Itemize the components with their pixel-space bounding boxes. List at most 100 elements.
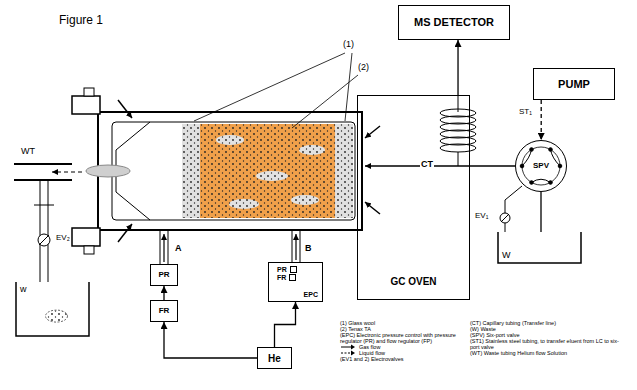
valve-channel (532, 179, 551, 182)
transfer-line (365, 165, 515, 167)
glass-liner (112, 122, 355, 220)
pump-box: PUMP (533, 68, 615, 100)
electrovalve-symbol (500, 213, 510, 223)
gas-arrow (118, 224, 132, 242)
regulator-box: PR (150, 264, 178, 286)
pipe-wall (292, 230, 293, 262)
node-label: MS DETECTOR (414, 16, 494, 28)
valve-rotor (522, 147, 560, 185)
electrovalve-symbol (501, 214, 509, 222)
column-coil (440, 144, 476, 152)
liquid-flow-connector (541, 100, 542, 140)
electrovalve-symbol (39, 235, 49, 245)
legend-column: (CT) Capillary tubing (Transfer line)(W)… (470, 320, 620, 356)
column-housing (72, 88, 362, 254)
legend-sample (340, 344, 356, 350)
gas-flow-connector (164, 322, 257, 358)
legend-item: (2) Tenax TA (340, 326, 465, 332)
legend-text: (CT) Capillary tubing (Transfer line) (470, 320, 556, 326)
gas-flow-connector (457, 40, 458, 95)
node-label: FR (159, 307, 170, 316)
legend-text: (WT) Waste tubing Helium flow Solution (470, 350, 567, 356)
legend-text: (EV1 and 2) Electrovalves (340, 356, 404, 362)
legend-arrowhead (351, 345, 355, 350)
node-label: GC OVEN (390, 276, 436, 287)
regulator-row: FR (277, 274, 296, 282)
beaker-wall (498, 232, 581, 263)
gc-column (365, 95, 515, 166)
gas-flow-connector (540, 192, 541, 232)
waste-beaker: W (497, 232, 582, 264)
tube-wall (14, 179, 72, 181)
tube-tick (34, 205, 54, 206)
valve-channel (551, 150, 561, 167)
legend-item: (EV1 and 2) Electrovalves (340, 356, 465, 362)
regulator-box: FR (150, 300, 178, 322)
valve-port (549, 148, 553, 152)
epc-box: PRFR EPC (268, 262, 323, 302)
legend-text: (W) Waste (470, 326, 496, 332)
legend-item: Liquid flow (340, 350, 465, 356)
part-label: WT (20, 147, 36, 157)
node-label: PUMP (558, 78, 590, 90)
drain-wall (48, 180, 49, 282)
legend-item: (EPC) Electronic pressure control with p… (340, 332, 465, 344)
flange (72, 96, 100, 114)
legend-text: Gas flow (359, 344, 380, 350)
waste-beaker: w (15, 282, 90, 337)
node-label: w (20, 285, 27, 295)
regulator-symbol (290, 266, 297, 273)
column-lead (458, 152, 459, 166)
pipe-wall (168, 230, 169, 264)
valve-label: EV₁ (474, 212, 489, 221)
gas-arrow (365, 202, 380, 214)
legend-column: (1) Glass wool(2) Tenax TA(EPC) Electron… (340, 320, 465, 362)
flange (72, 228, 100, 246)
helium-box: He (257, 347, 292, 369)
legend-text: (SPV) Six-port valve (470, 332, 520, 338)
legend-item: (W) Waste (470, 326, 620, 332)
beaker-wall (16, 282, 89, 336)
liquid-arrow (52, 172, 82, 173)
gas-flow-connector (275, 302, 296, 347)
node-label: He (268, 353, 281, 364)
pipe-wall (300, 230, 301, 262)
figure-title: Figure 1 (58, 14, 104, 27)
node-label: PR (158, 271, 169, 280)
leader-line (345, 53, 352, 121)
valve-circle: SPV (515, 140, 567, 192)
callout-number: (2) (357, 63, 370, 73)
flange-cap (84, 246, 94, 254)
legend-item: (1) Glass wool (340, 320, 465, 326)
waste-tubing (14, 164, 82, 282)
sample-drop (86, 165, 130, 177)
legend-line (341, 347, 351, 348)
leader-line (194, 53, 345, 121)
valve-port (530, 148, 534, 152)
gas-arrow (295, 234, 296, 260)
callout-number: (1) (342, 40, 355, 50)
drain-line (505, 186, 522, 232)
line-label: ST₁ (518, 108, 533, 117)
gas-flow-connector (163, 286, 164, 300)
epc-label: EPC (304, 291, 318, 299)
flange-cap (84, 88, 94, 96)
valve-port (520, 164, 524, 168)
valve-port (530, 181, 534, 185)
six-port-valve (500, 147, 562, 232)
legend-text: (EPC) Electronic pressure control with p… (340, 332, 465, 344)
detector-box: MS DETECTOR (398, 5, 510, 40)
packing-texture (182, 124, 353, 218)
legend-sample (340, 350, 356, 356)
valve-channel (522, 150, 532, 167)
tube-wall (14, 163, 72, 165)
oven-box: GC OVEN (357, 95, 470, 300)
valve-label: EV₂ (55, 234, 71, 243)
legend-text: (1) Glass wool (340, 320, 375, 326)
valve-port (558, 164, 562, 168)
regulator-label: PR (277, 266, 287, 274)
line-label: CT (420, 160, 434, 170)
node-label: W (502, 251, 511, 261)
legend-item: (CT) Capillary tubing (Transfer line) (470, 320, 620, 326)
